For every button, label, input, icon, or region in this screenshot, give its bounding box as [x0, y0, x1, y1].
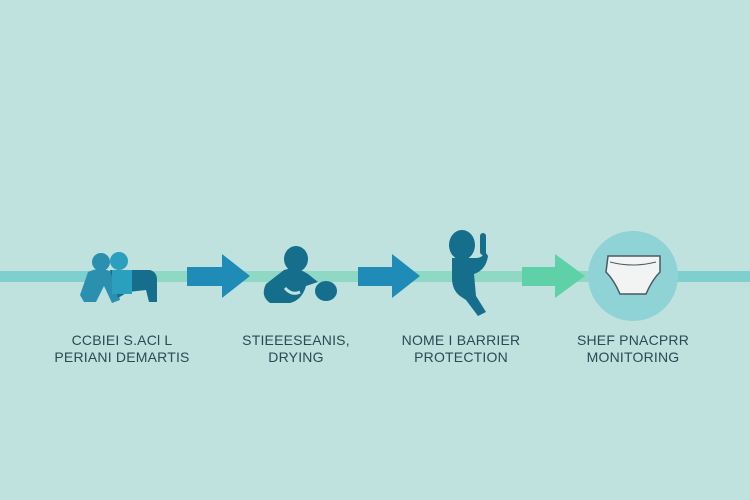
crawling-babies-icon [80, 252, 157, 303]
step-label-line1: CCBIEI S.ACl L [71, 332, 173, 348]
arrow-icon [358, 254, 420, 298]
step-label-4: SHEF PNACPRR MONITORING [543, 332, 723, 366]
sitting-baby-icon [263, 246, 337, 303]
standing-baby-icon [449, 230, 488, 316]
step-label-1: CCBIEI S.ACl L PERIANI DEMARTIS [32, 332, 212, 366]
step-label-line1: STIEEESEANIS, [242, 332, 350, 348]
step-label-line2: PERIANI DEMARTIS [54, 349, 190, 365]
step-label-line1: NOME I BARRIER [401, 332, 521, 348]
step-label-2: STIEEESEANIS, DRYING [206, 332, 386, 366]
step-label-line2: MONITORING [586, 349, 680, 365]
step-label-line1: SHEF PNACPRR [576, 332, 690, 348]
step-label-line2: DRYING [268, 349, 324, 365]
diaper-icon [605, 255, 661, 295]
step-label-line2: PROTECTION [414, 349, 508, 365]
arrow-icon [187, 254, 250, 298]
arrow-icon [522, 254, 585, 298]
step-label-3: NOME I BARRIER PROTECTION [371, 332, 551, 366]
